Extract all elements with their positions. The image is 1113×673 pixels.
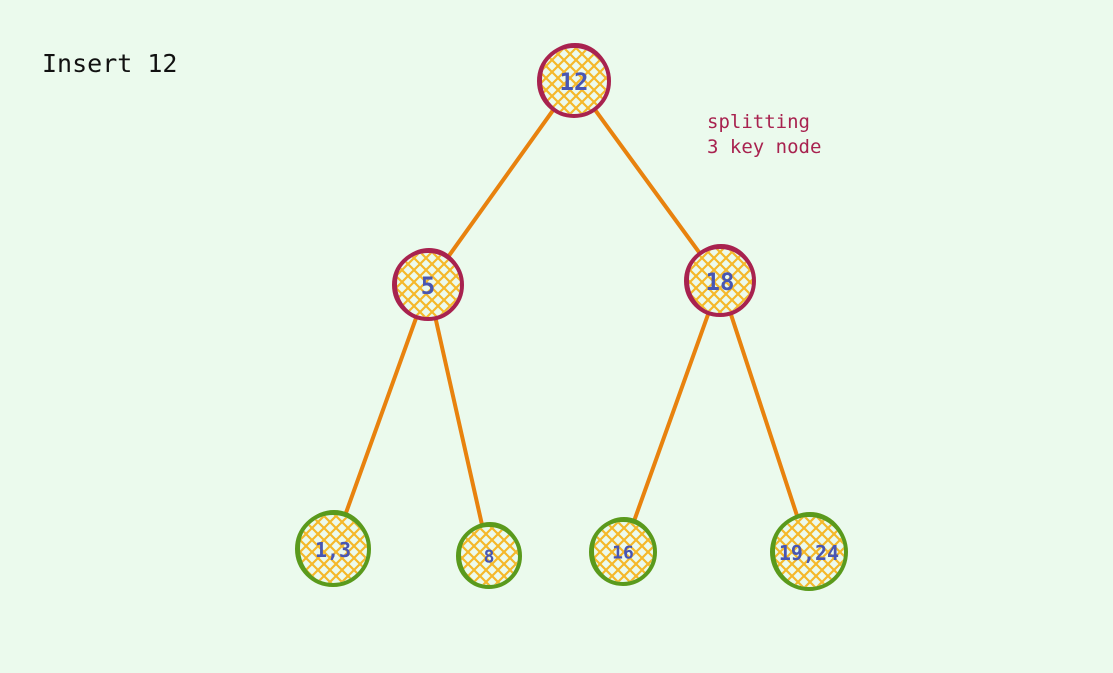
node-outline-sketch (298, 510, 370, 586)
annotation-line-1: splitting (707, 111, 810, 133)
node-fill (299, 515, 367, 583)
node-label: 16 (612, 543, 634, 564)
node-label: 19,24 (779, 541, 839, 565)
node-label: 12 (560, 68, 589, 96)
node-outline-sketch (459, 522, 521, 588)
tree-nodes: 12 5 18 1,3 8 16 19,24 (295, 43, 848, 591)
diagram-title: Insert 12 (42, 49, 177, 78)
node-root: 12 (537, 43, 611, 118)
node-leaf8: 8 (456, 522, 522, 589)
node-outline-sketch (687, 244, 755, 316)
node-n5: 5 (392, 248, 464, 321)
node-outline-sketch (773, 512, 847, 590)
node-fill (541, 48, 607, 114)
annotation-line-2: 3 key node (707, 136, 821, 158)
node-label: 18 (706, 268, 735, 296)
node-outline-sketch (592, 517, 656, 585)
edge-n5-leaf8 (433, 317, 484, 527)
node-fill (688, 249, 752, 313)
node-fill (460, 527, 518, 585)
edge-n5-leaf13 (343, 315, 419, 517)
edge-n18-leaf1924 (728, 312, 800, 518)
edge-root-n5 (446, 108, 555, 259)
node-label: 8 (484, 547, 495, 568)
node-fill (396, 253, 460, 317)
node-outline-sketch (395, 248, 463, 320)
tree-edges (343, 108, 800, 527)
node-label: 5 (421, 272, 435, 300)
node-outline-sketch (540, 43, 610, 117)
node-label: 1,3 (315, 538, 351, 562)
node-fill (774, 517, 844, 587)
node-leaf13: 1,3 (295, 510, 371, 587)
node-fill (593, 522, 653, 582)
node-leaf1924: 19,24 (770, 512, 848, 591)
edge-root-n18 (593, 108, 702, 255)
node-n18: 18 (684, 244, 756, 317)
node-leaf16: 16 (589, 517, 657, 586)
edge-n18-leaf16 (632, 312, 711, 523)
